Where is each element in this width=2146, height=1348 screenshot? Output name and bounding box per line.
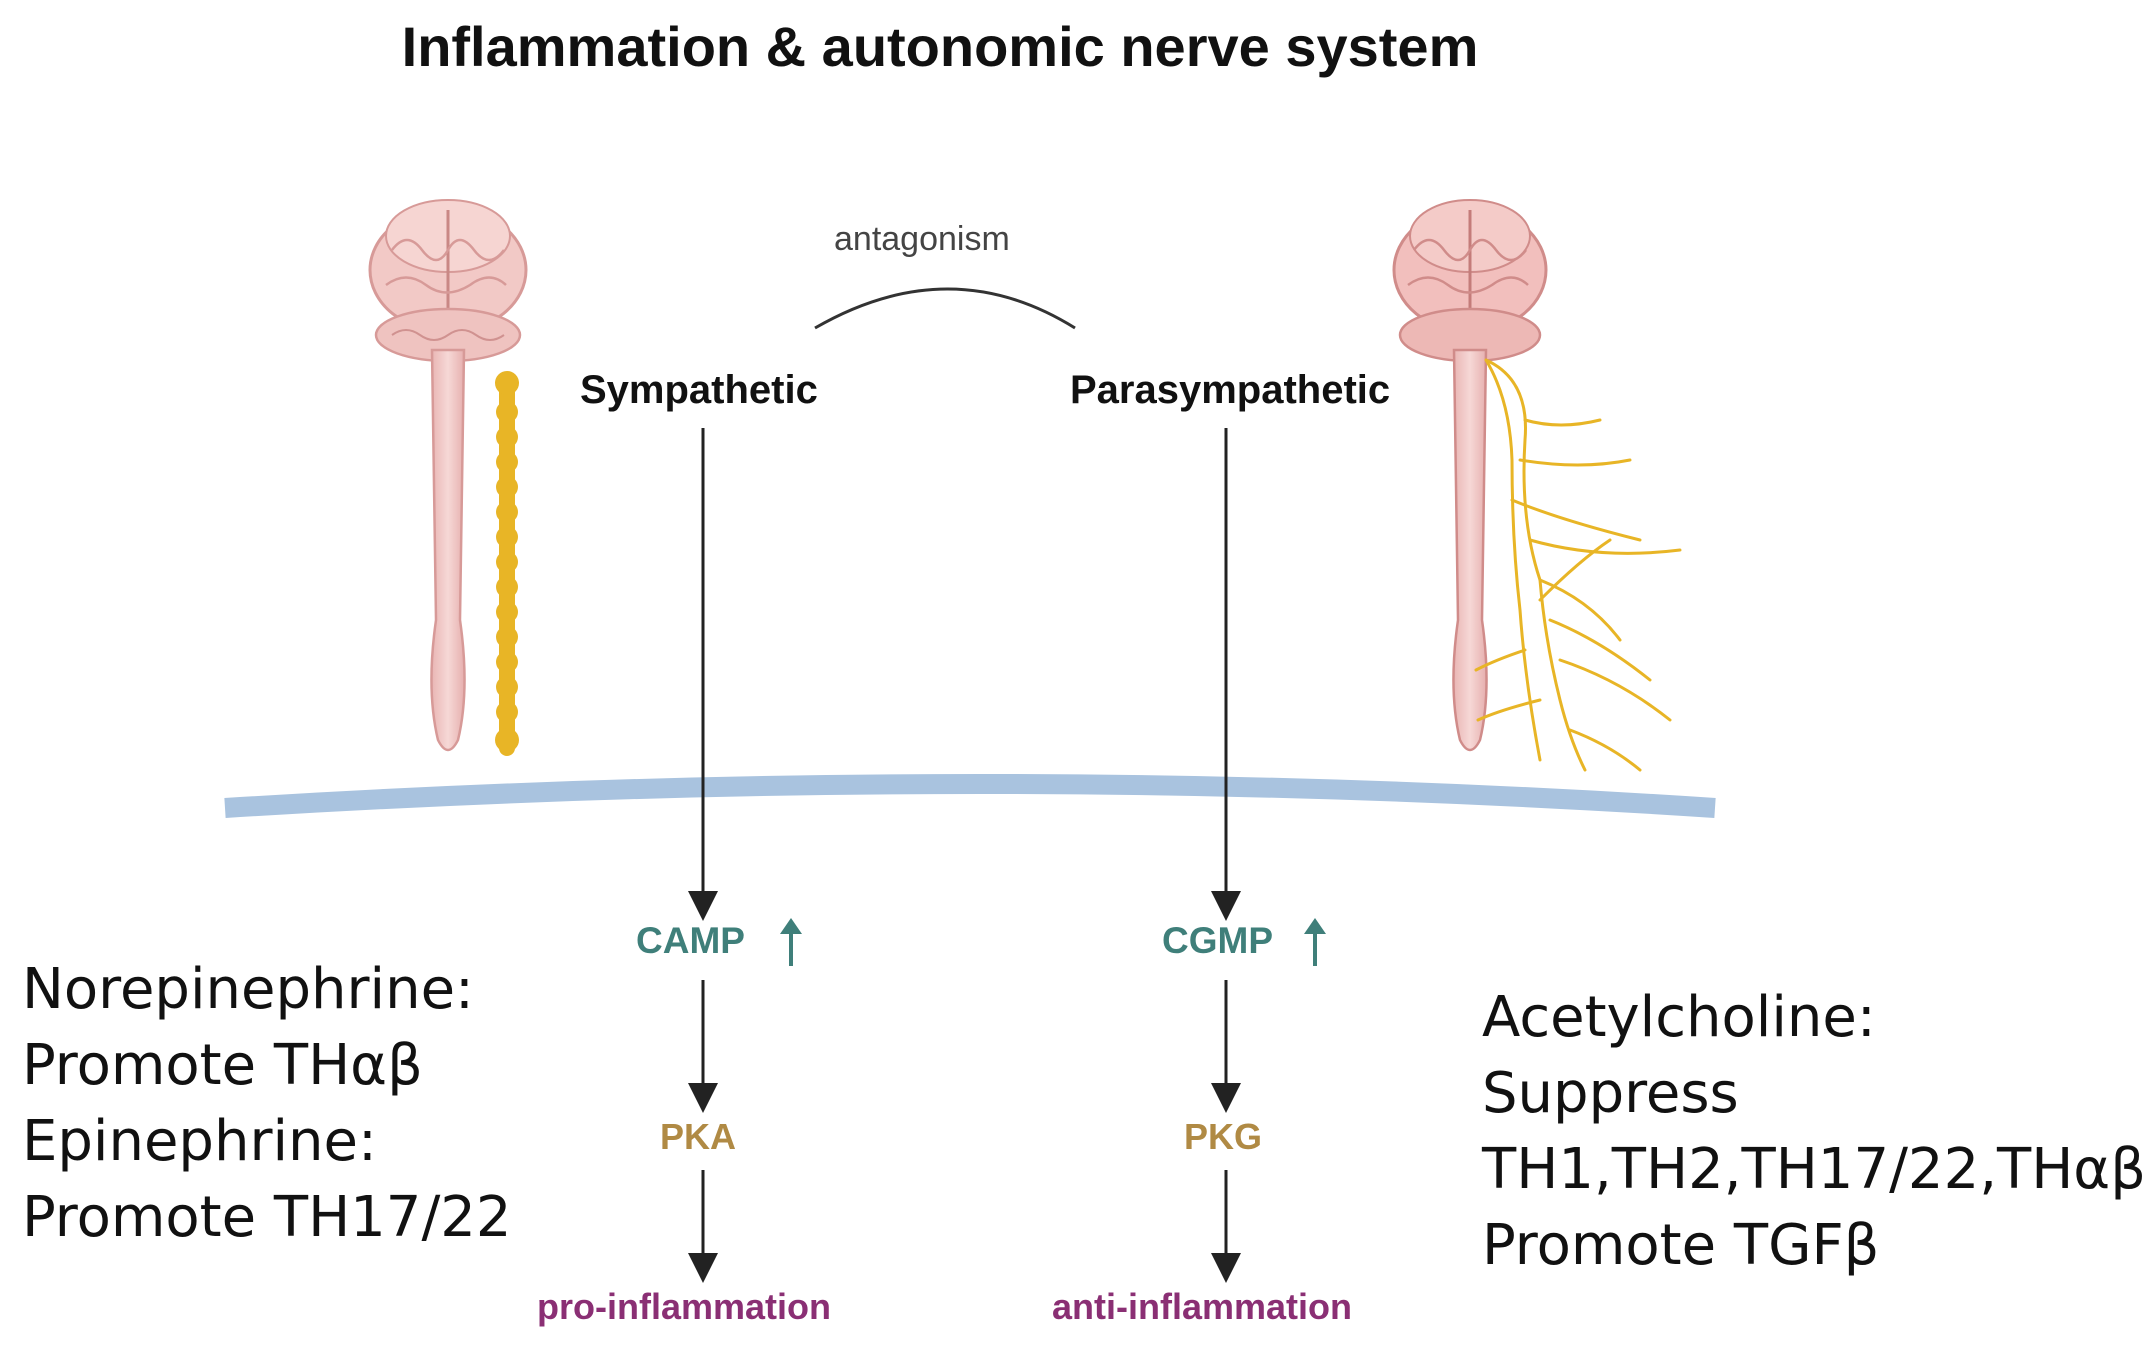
parasympathetic-notes: Acetylcholine: Suppress TH1,TH2,TH17/22,… [1482, 980, 2146, 1284]
sympathetic-notes: Norepinephrine: Promote THαβ Epinephrine… [22, 952, 512, 1256]
vagus-nerve-branches-icon [1474, 358, 1682, 772]
brain-spinal-cord-sympathetic-chain-icon [368, 199, 528, 756]
sympathetic-label: Sympathetic [580, 368, 818, 412]
sympathetic-ganglion-chain-icon [495, 371, 519, 756]
pka-label: PKA [660, 1116, 737, 1157]
cell-membrane-line [224, 774, 1716, 818]
note-norepinephrine: Norepinephrine: [22, 957, 474, 1022]
note-promote-th17-22: Promote TH17/22 [22, 1185, 512, 1250]
diagram-canvas [224, 199, 1716, 1283]
note-promote-tgfb: Promote TGFβ [1482, 1213, 1880, 1278]
pkg-label: PKG [1184, 1116, 1263, 1157]
pro-inflammation-label: pro-inflammation [537, 1286, 831, 1327]
left-brain-icon [368, 199, 528, 363]
note-promote-thab: Promote THαβ [22, 1033, 423, 1098]
right-spinal-cord-icon [1452, 348, 1488, 752]
note-epinephrine: Epinephrine: [22, 1109, 377, 1174]
brain-spinal-cord-vagus-nerve-icon [1392, 199, 1682, 772]
parasympathetic-label: Parasympathetic [1070, 368, 1391, 412]
note-acetylcholine: Acetylcholine: [1482, 985, 1876, 1050]
camp-up-arrow-icon [780, 918, 802, 966]
cgmp-label: CGMP [1162, 920, 1273, 961]
note-suppress: Suppress [1482, 1061, 1739, 1126]
antagonism-label: antagonism [834, 220, 1010, 258]
left-spinal-cord-icon [430, 348, 466, 752]
anti-inflammation-label: anti-inflammation [1052, 1286, 1353, 1327]
camp-label: CAMP [636, 920, 745, 961]
cgmp-up-arrow-icon [1304, 918, 1326, 966]
diagram-title: Inflammation & autonomic nerve system [401, 15, 1479, 78]
antagonism-arc [814, 287, 1076, 330]
note-suppressed-cells: TH1,TH2,TH17/22,THαβ [1482, 1137, 2146, 1202]
right-brain-icon [1392, 199, 1548, 363]
